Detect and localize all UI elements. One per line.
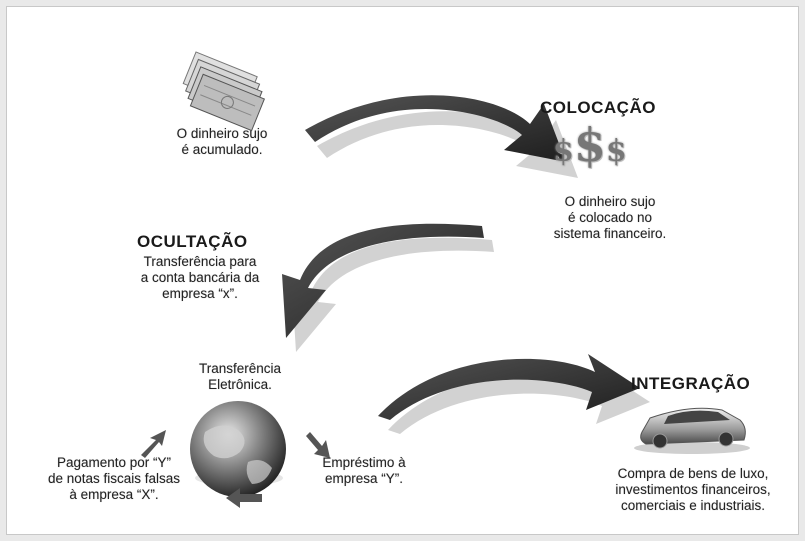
globe-icon	[190, 401, 286, 497]
note-emprestimo: Empréstimo à empresa “Y”.	[322, 455, 406, 486]
dollar-sign-left: $	[553, 134, 574, 169]
cycle-arrow-left-icon	[226, 488, 262, 508]
stage-integracao-title: INTEGRAÇÃO	[631, 374, 751, 393]
note-pagamento: Pagamento por “Y” de notas fiscais falsa…	[47, 455, 181, 502]
note-transferencia-eletronica: Transferência Eletrônica.	[198, 361, 282, 392]
arrow-to-colocacao	[305, 95, 578, 178]
cycle-arrow-up-icon	[141, 430, 166, 458]
luxury-car-icon	[634, 407, 750, 454]
stage-colocacao-title: COLOCAÇÃO	[540, 98, 656, 117]
note-dinheiro-acumulado: O dinheiro sujo é acumulado.	[176, 126, 268, 157]
stage-ocultacao-title: OCULTAÇÃO	[137, 232, 248, 251]
note-transferencia-conta: Transferência para a conta bancária da e…	[140, 254, 260, 301]
dollar-sign-center: $	[573, 118, 606, 172]
dollar-sign-right: $	[605, 134, 627, 169]
arrow-to-ocultacao	[282, 223, 494, 352]
cycle-arrow-down-icon	[306, 432, 330, 458]
note-compra: Compra de bens de luxo, investimentos fi…	[615, 466, 771, 513]
dollar-signs-icon: $$$	[553, 118, 627, 172]
money-stack-icon	[182, 51, 266, 132]
arrow-to-integracao	[378, 354, 650, 434]
note-dinheiro-colocado: O dinheiro sujo é colocado no sistema fi…	[553, 194, 667, 241]
